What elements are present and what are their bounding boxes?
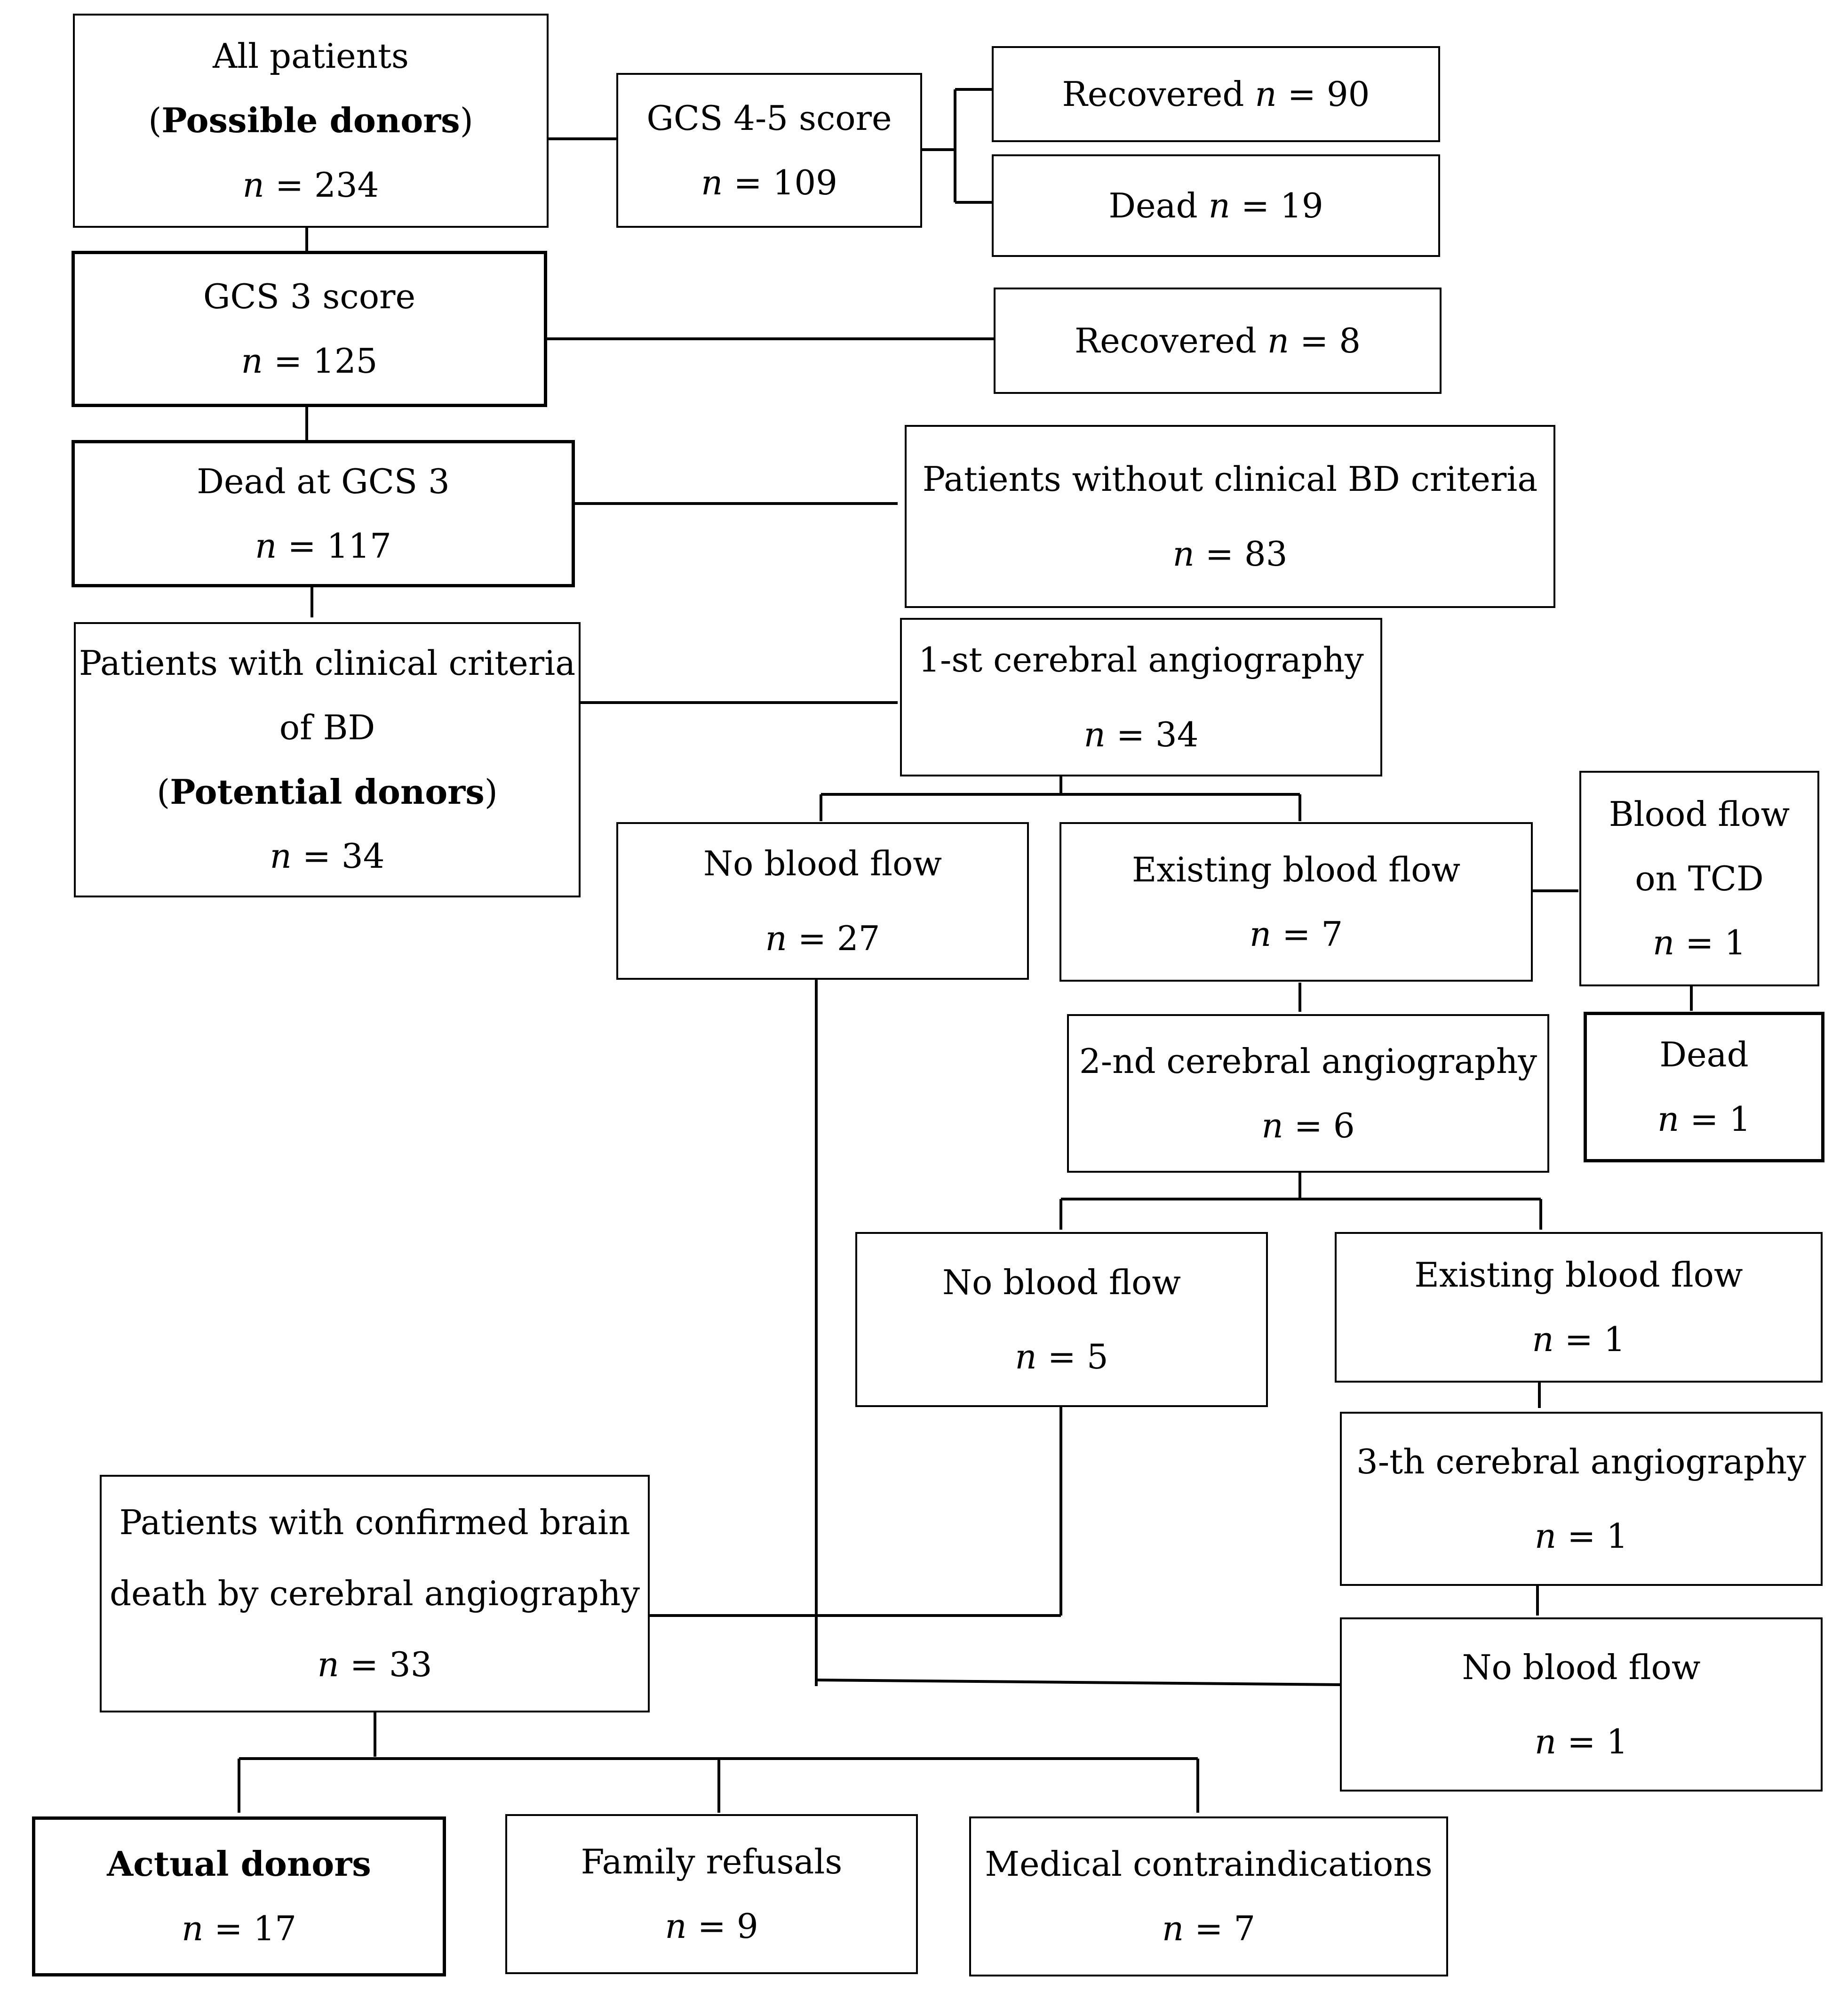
node-title: Existing blood flow bbox=[1131, 849, 1461, 889]
node-count: n = 34 bbox=[270, 836, 385, 876]
node-angiography-2: 2-nd cerebral angiography n = 6 bbox=[1067, 1014, 1549, 1173]
node-title: Recovered n = 90 bbox=[1062, 74, 1370, 114]
node-gcs-3: GCS 3 score n = 125 bbox=[72, 251, 547, 407]
node-recovered-90: Recovered n = 90 bbox=[992, 46, 1440, 142]
node-title: No blood flow bbox=[942, 1262, 1181, 1302]
node-confirmed-brain-death: Patients with confirmed brain death by c… bbox=[100, 1475, 650, 1712]
node-count: n = 9 bbox=[665, 1906, 758, 1946]
node-title: 1-st cerebral angiography bbox=[918, 640, 1364, 680]
node-title: Medical contraindications bbox=[985, 1844, 1433, 1884]
node-no-blood-flow-27: No blood flow n = 27 bbox=[616, 822, 1029, 980]
node-count: n = 34 bbox=[1083, 714, 1199, 754]
node-title: Patients without clinical BD criteria bbox=[922, 459, 1538, 499]
node-no-blood-flow-5: No blood flow n = 5 bbox=[855, 1232, 1268, 1407]
node-gcs-4-5: GCS 4-5 score n = 109 bbox=[616, 73, 922, 228]
connector-to-noflow1 bbox=[816, 1679, 1341, 1686]
node-angiography-3: 3-th cerebral angiography n = 1 bbox=[1340, 1412, 1823, 1586]
node-title: Family refusals bbox=[581, 1842, 843, 1882]
node-title: Dead bbox=[1659, 1035, 1749, 1075]
node-title: No blood flow bbox=[1462, 1647, 1701, 1687]
node-potential-donors: Patients with clinical criteria of BD (P… bbox=[74, 622, 581, 897]
node-count: n = 17 bbox=[181, 1909, 297, 1948]
node-title: Existing blood flow bbox=[1414, 1255, 1743, 1295]
node-subtitle: death by cerebral angiography bbox=[109, 1573, 640, 1613]
node-title: 2-nd cerebral angiography bbox=[1079, 1041, 1537, 1081]
node-count: n = 33 bbox=[317, 1645, 432, 1685]
node-title: Blood flow bbox=[1609, 794, 1790, 834]
node-title: Recovered n = 8 bbox=[1074, 320, 1361, 360]
node-count: n = 83 bbox=[1172, 534, 1288, 574]
node-count: n = 7 bbox=[1249, 914, 1343, 954]
node-count: n = 1 bbox=[1534, 1516, 1628, 1556]
node-recovered-8: Recovered n = 8 bbox=[994, 288, 1442, 394]
node-subtitle: (Possible donors) bbox=[148, 100, 473, 141]
node-title: No blood flow bbox=[703, 844, 942, 884]
node-count: n = 1 bbox=[1532, 1320, 1625, 1359]
node-no-blood-flow-1: No blood flow n = 1 bbox=[1340, 1617, 1823, 1792]
node-count: n = 125 bbox=[241, 341, 378, 381]
node-count: n = 234 bbox=[242, 165, 379, 205]
node-without-bd-criteria: Patients without clinical BD criteria n … bbox=[905, 425, 1555, 608]
node-count: n = 1 bbox=[1657, 1099, 1751, 1139]
node-title: Actual donors bbox=[107, 1844, 371, 1884]
node-all-patients: All patients (Possible donors) n = 234 bbox=[73, 14, 549, 228]
node-title: GCS 4-5 score bbox=[646, 98, 892, 138]
node-existing-blood-flow-7: Existing blood flow n = 7 bbox=[1059, 822, 1533, 982]
node-actual-donors: Actual donors n = 17 bbox=[32, 1816, 446, 1976]
node-title: 3-th cerebral angiography bbox=[1356, 1441, 1806, 1481]
node-dead-1: Dead n = 1 bbox=[1584, 1012, 1824, 1162]
node-dead-at-gcs-3: Dead at GCS 3 n = 117 bbox=[72, 440, 575, 587]
node-title: All patients bbox=[213, 36, 409, 76]
node-count: n = 109 bbox=[701, 162, 837, 202]
node-count: n = 1 bbox=[1652, 923, 1746, 963]
node-family-refusals: Family refusals n = 9 bbox=[505, 1814, 918, 1974]
node-existing-blood-flow-1: Existing blood flow n = 1 bbox=[1335, 1232, 1823, 1383]
node-title: GCS 3 score bbox=[203, 277, 416, 317]
node-title: Dead at GCS 3 bbox=[197, 461, 450, 501]
node-count: n = 27 bbox=[765, 918, 880, 958]
node-medical-contraindications: Medical contraindications n = 7 bbox=[969, 1816, 1448, 1976]
node-title: Patients with clinical criteria bbox=[79, 643, 576, 683]
node-subtitle: (Potential donors) bbox=[157, 771, 498, 812]
node-dead-19: Dead n = 19 bbox=[992, 154, 1440, 257]
node-title: Dead n = 19 bbox=[1108, 185, 1323, 225]
node-count: n = 7 bbox=[1162, 1909, 1256, 1948]
node-count: n = 1 bbox=[1534, 1722, 1628, 1761]
node-angiography-1: 1-st cerebral angiography n = 34 bbox=[900, 618, 1382, 776]
node-count: n = 6 bbox=[1261, 1105, 1355, 1145]
node-title: Patients with confirmed brain bbox=[119, 1502, 630, 1542]
node-subtitle: of BD bbox=[279, 707, 375, 747]
node-blood-flow-tcd: Blood flow on TCD n = 1 bbox=[1579, 771, 1819, 986]
node-count: n = 5 bbox=[1015, 1337, 1108, 1376]
node-count: n = 117 bbox=[255, 526, 391, 566]
node-subtitle: on TCD bbox=[1635, 858, 1764, 898]
